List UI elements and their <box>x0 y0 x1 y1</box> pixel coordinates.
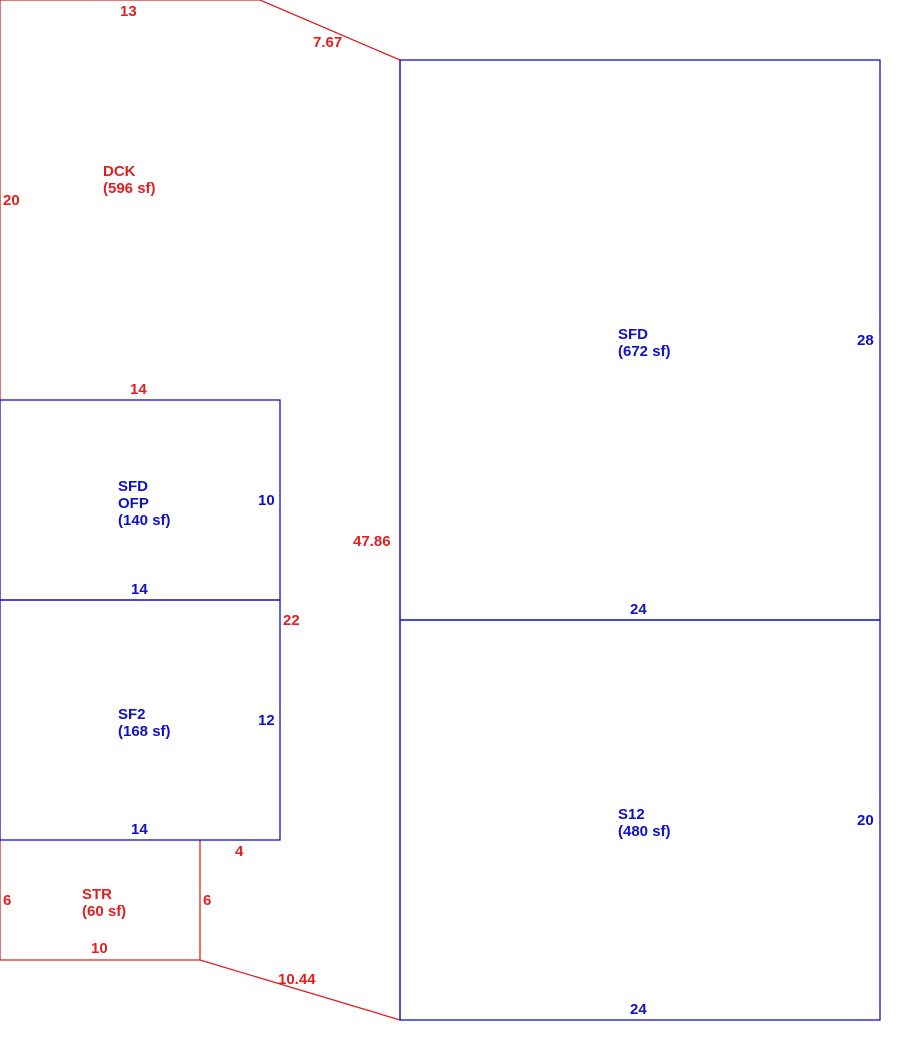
dim-str-right: 6 <box>203 892 211 909</box>
dim-bottom-diag: 10.44 <box>278 971 316 988</box>
sf2-code-label: SF2 <box>118 706 146 723</box>
str-area-label: (60 sf) <box>82 903 126 920</box>
dim-str-top: 4 <box>235 843 244 860</box>
s12-rect <box>399 619 881 1021</box>
sfd-ofp-code-label: SFD <box>118 478 148 495</box>
dim-ofp-top-red: 14 <box>130 381 147 398</box>
dim-s12-bottom: 24 <box>630 1001 647 1018</box>
sfd-main-area-label: (672 sf) <box>618 343 671 360</box>
dim-str-left: 6 <box>3 892 11 909</box>
sf2-area-label: (168 sf) <box>118 723 171 740</box>
dim-ofp-bottom: 14 <box>131 581 148 598</box>
deck-outline <box>0 0 401 1021</box>
dim-sf2-bottom: 14 <box>131 821 148 838</box>
dim-dck-right: 47.86 <box>353 533 391 550</box>
dim-dck-left: 20 <box>3 192 20 209</box>
dim-sfd-right: 28 <box>857 332 874 349</box>
dck-code-label: DCK <box>103 163 136 180</box>
sfd-ofp-code2-label: OFP <box>118 495 149 512</box>
dim-s12-right: 20 <box>857 812 874 829</box>
sfd-ofp-area-label: (140 sf) <box>118 512 171 529</box>
dim-dck-top: 13 <box>120 3 137 20</box>
str-outline <box>0 840 200 961</box>
s12-code-label: S12 <box>618 806 645 823</box>
dim-ofp-right: 10 <box>258 492 275 509</box>
sf2-rect <box>0 599 281 841</box>
dim-sfd-bottom: 24 <box>630 601 647 618</box>
dim-dck-diag: 7.67 <box>313 34 342 51</box>
dim-sf2-right: 12 <box>258 712 275 729</box>
sfd-main-code-label: SFD <box>618 326 648 343</box>
s12-area-label: (480 sf) <box>618 823 671 840</box>
dim-ofp-side-red: 22 <box>283 612 300 629</box>
str-code-label: STR <box>82 886 112 903</box>
dck-area-label: (596 sf) <box>103 180 156 197</box>
dim-str-bottom: 10 <box>91 940 108 957</box>
